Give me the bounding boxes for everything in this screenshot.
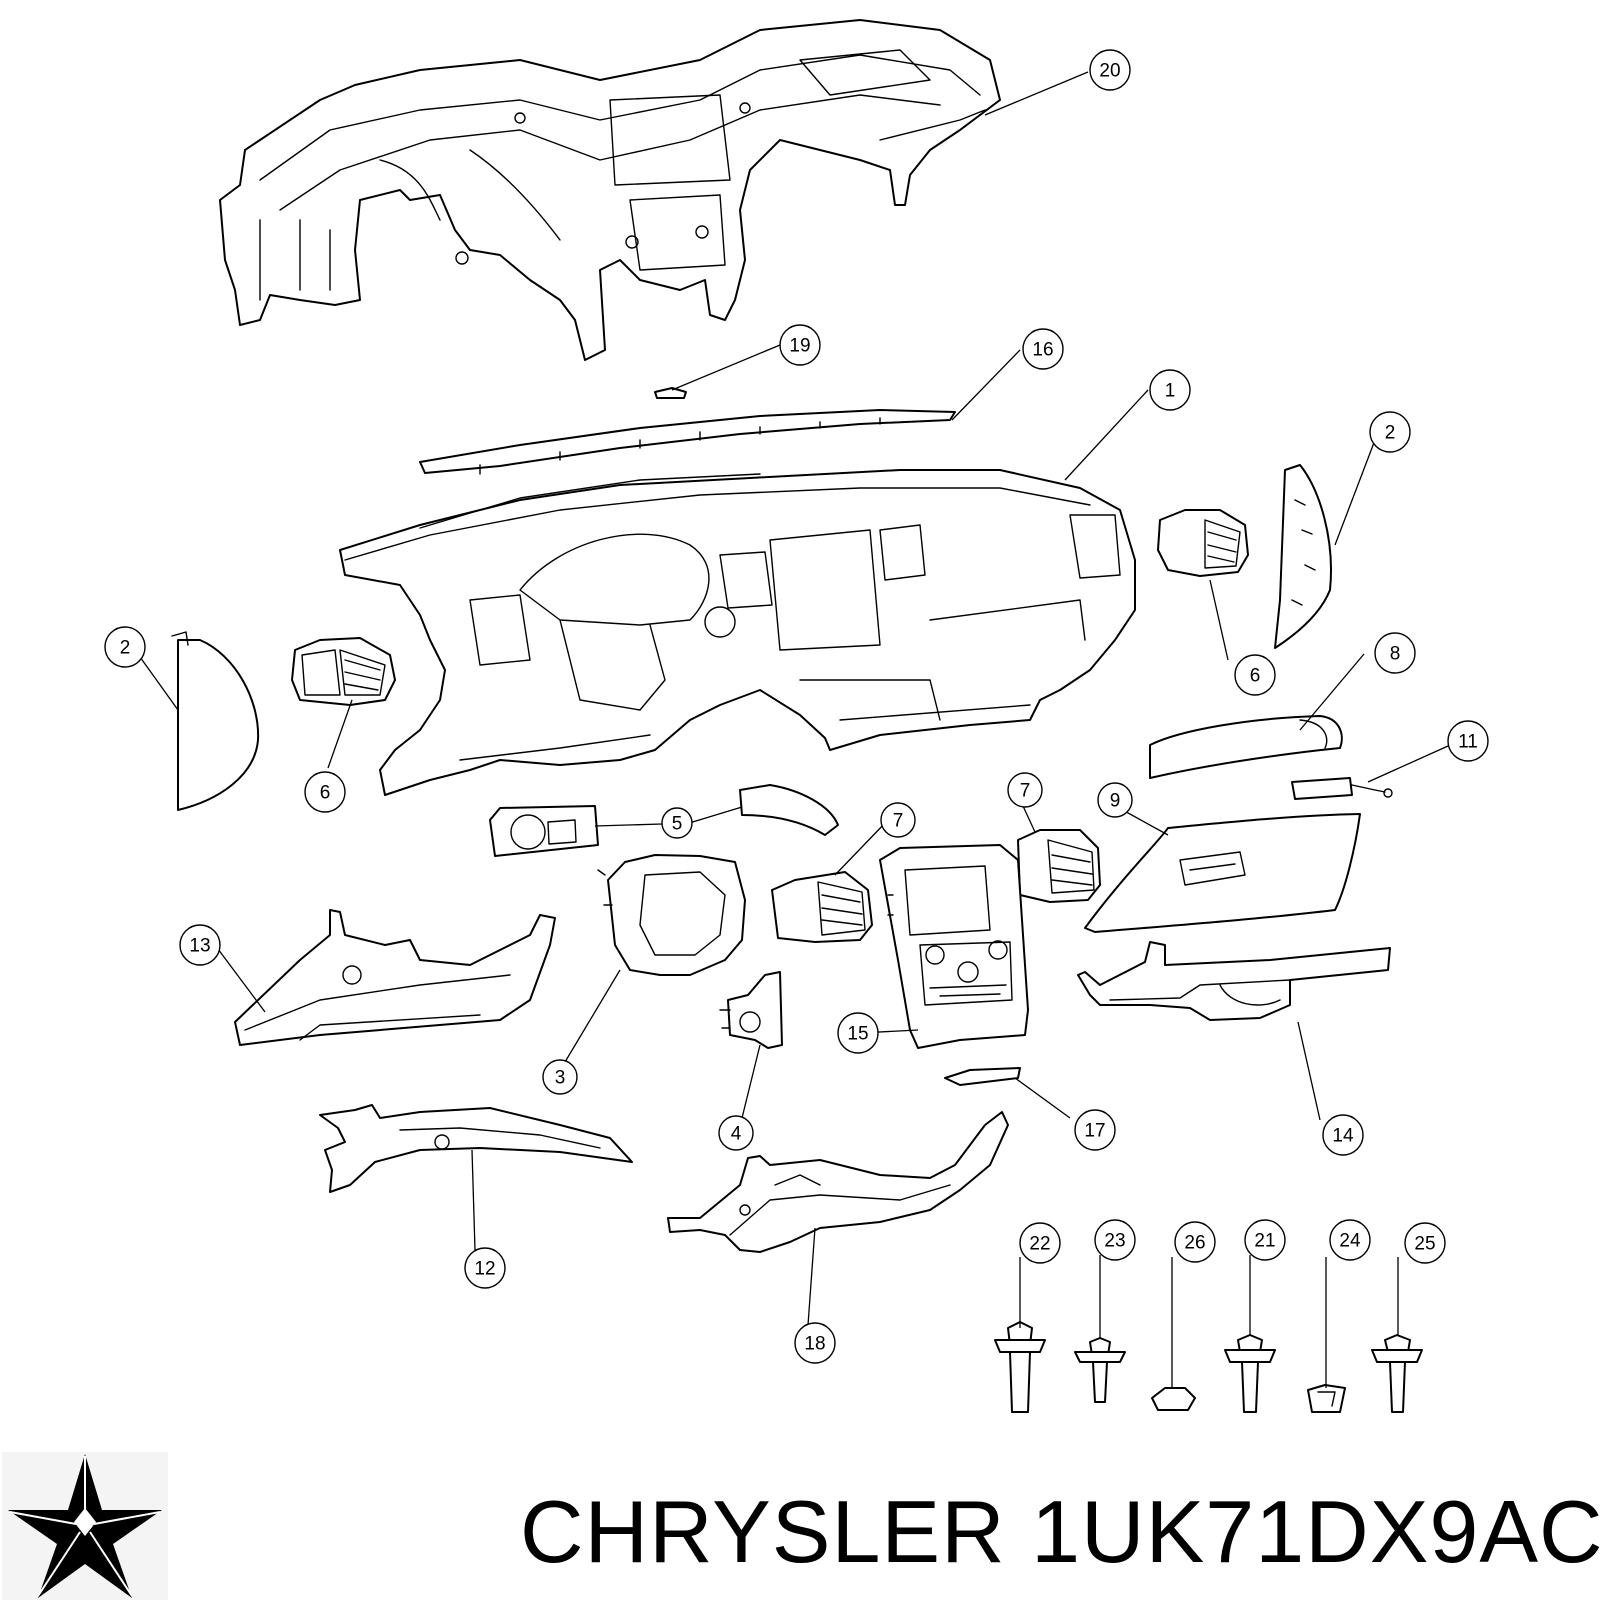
part-7-left-vent bbox=[771, 871, 873, 943]
callout-label: 18 bbox=[804, 1334, 825, 1355]
callout-label: 15 bbox=[847, 1024, 868, 1045]
callout-18: 18 bbox=[794, 1322, 836, 1364]
part-19-clip bbox=[654, 387, 687, 399]
callout-7-left: 7 bbox=[880, 802, 916, 838]
part-9-glove-box-door bbox=[1084, 813, 1361, 933]
part-15-center-stack-bezel bbox=[879, 844, 1029, 1049]
part-11-sensor bbox=[1291, 777, 1393, 800]
part-17-trim-strip bbox=[944, 1067, 1021, 1086]
callout-2-left: 2 bbox=[104, 626, 146, 668]
callout-label: 6 bbox=[320, 783, 331, 804]
callout-20: 20 bbox=[1089, 49, 1131, 91]
part-25-bolt bbox=[1371, 1334, 1423, 1413]
callout-label: 6 bbox=[1250, 666, 1261, 687]
part-5-switch-bezel bbox=[489, 805, 599, 857]
callout-label: 12 bbox=[474, 1259, 495, 1280]
callout-12: 12 bbox=[464, 1247, 506, 1289]
part-number: 1UK71DX9AC bbox=[1031, 1482, 1600, 1581]
callout-label: 13 bbox=[189, 936, 210, 957]
brand-part-number-heading: CHRYSLER 1UK71DX9AC bbox=[520, 1488, 1600, 1576]
part-4-bracket bbox=[719, 971, 783, 1049]
callout-19: 19 bbox=[779, 324, 821, 366]
part-22-stud-bolt bbox=[994, 1321, 1046, 1413]
callout-16: 16 bbox=[1022, 328, 1064, 370]
callout-11: 11 bbox=[1447, 720, 1489, 762]
callout-9: 9 bbox=[1097, 782, 1133, 818]
part-1-instrument-panel bbox=[339, 469, 1136, 796]
callout-label: 26 bbox=[1184, 1233, 1205, 1254]
callout-13: 13 bbox=[179, 924, 221, 966]
callout-label: 24 bbox=[1339, 1231, 1361, 1252]
part-18-lower-support bbox=[667, 1111, 1009, 1253]
callout-7-right: 7 bbox=[1007, 772, 1043, 808]
callout-label: 22 bbox=[1029, 1234, 1050, 1255]
callout-label: 20 bbox=[1099, 61, 1120, 82]
callout-8: 8 bbox=[1374, 632, 1416, 674]
part-2-right-end-cap bbox=[1274, 464, 1332, 649]
callout-label: 1 bbox=[1165, 381, 1176, 402]
part-3-column-shroud bbox=[597, 854, 746, 976]
part-13-knee-bolster bbox=[234, 909, 556, 1046]
part-21-bolt bbox=[1224, 1334, 1276, 1413]
leader-lines bbox=[134, 71, 1449, 1388]
callout-label: 4 bbox=[731, 1124, 742, 1145]
part-20-crosscar-beam bbox=[219, 19, 1001, 361]
callout-24: 24 bbox=[1329, 1219, 1371, 1261]
callout-5: 5 bbox=[661, 807, 693, 839]
callout-label: 2 bbox=[120, 638, 131, 659]
part-6-right-air-vent bbox=[1157, 509, 1249, 577]
callout-25: 25 bbox=[1404, 1222, 1446, 1264]
callout-label: 8 bbox=[1390, 644, 1401, 665]
callout-6-left: 6 bbox=[304, 771, 346, 813]
part-26-nut bbox=[1151, 1387, 1196, 1411]
callout-label: 23 bbox=[1104, 1231, 1125, 1252]
chrysler-pentastar-icon bbox=[2, 1452, 168, 1600]
brand-name: CHRYSLER bbox=[520, 1482, 1006, 1581]
part-16-defroster-strip bbox=[419, 409, 956, 475]
callout-label: 7 bbox=[1020, 781, 1031, 802]
callout-14: 14 bbox=[1322, 1114, 1364, 1156]
callout-15: 15 bbox=[837, 1012, 879, 1054]
callout-label: 19 bbox=[789, 336, 810, 357]
callout-17: 17 bbox=[1074, 1109, 1116, 1151]
callout-label: 25 bbox=[1414, 1234, 1435, 1255]
part-23-bolt bbox=[1074, 1337, 1126, 1403]
callout-4: 4 bbox=[718, 1115, 754, 1151]
part-14-lower-panel bbox=[1077, 941, 1391, 1021]
part-6-left-air-vent bbox=[291, 637, 396, 706]
callout-6-right: 6 bbox=[1234, 654, 1276, 696]
callout-label: 9 bbox=[1110, 791, 1121, 812]
callout-label: 14 bbox=[1332, 1126, 1354, 1147]
callout-26: 26 bbox=[1174, 1221, 1216, 1263]
part-24-clip bbox=[1307, 1384, 1346, 1413]
callout-label: 11 bbox=[1458, 732, 1478, 753]
part-2-left-end-cap bbox=[171, 631, 260, 811]
part-12-lower-reinforcement bbox=[319, 1104, 633, 1193]
callout-label: 16 bbox=[1032, 340, 1053, 361]
callout-label: 21 bbox=[1254, 1231, 1275, 1252]
part-8-glove-box-trim bbox=[1149, 715, 1343, 779]
callout-label: 2 bbox=[1385, 423, 1396, 444]
part-5-cover bbox=[739, 784, 839, 836]
callout-label: 17 bbox=[1084, 1121, 1105, 1142]
callout-label: 7 bbox=[893, 811, 904, 832]
callout-1: 1 bbox=[1149, 369, 1191, 411]
callout-21: 21 bbox=[1244, 1219, 1286, 1261]
callout-label: 3 bbox=[555, 1068, 566, 1089]
callout-label: 5 bbox=[672, 814, 683, 835]
callout-3: 3 bbox=[542, 1059, 578, 1095]
callout-22: 22 bbox=[1019, 1222, 1061, 1264]
part-7-right-vent bbox=[1017, 829, 1101, 903]
callout-2-right: 2 bbox=[1369, 411, 1411, 453]
callout-23: 23 bbox=[1094, 1219, 1136, 1261]
